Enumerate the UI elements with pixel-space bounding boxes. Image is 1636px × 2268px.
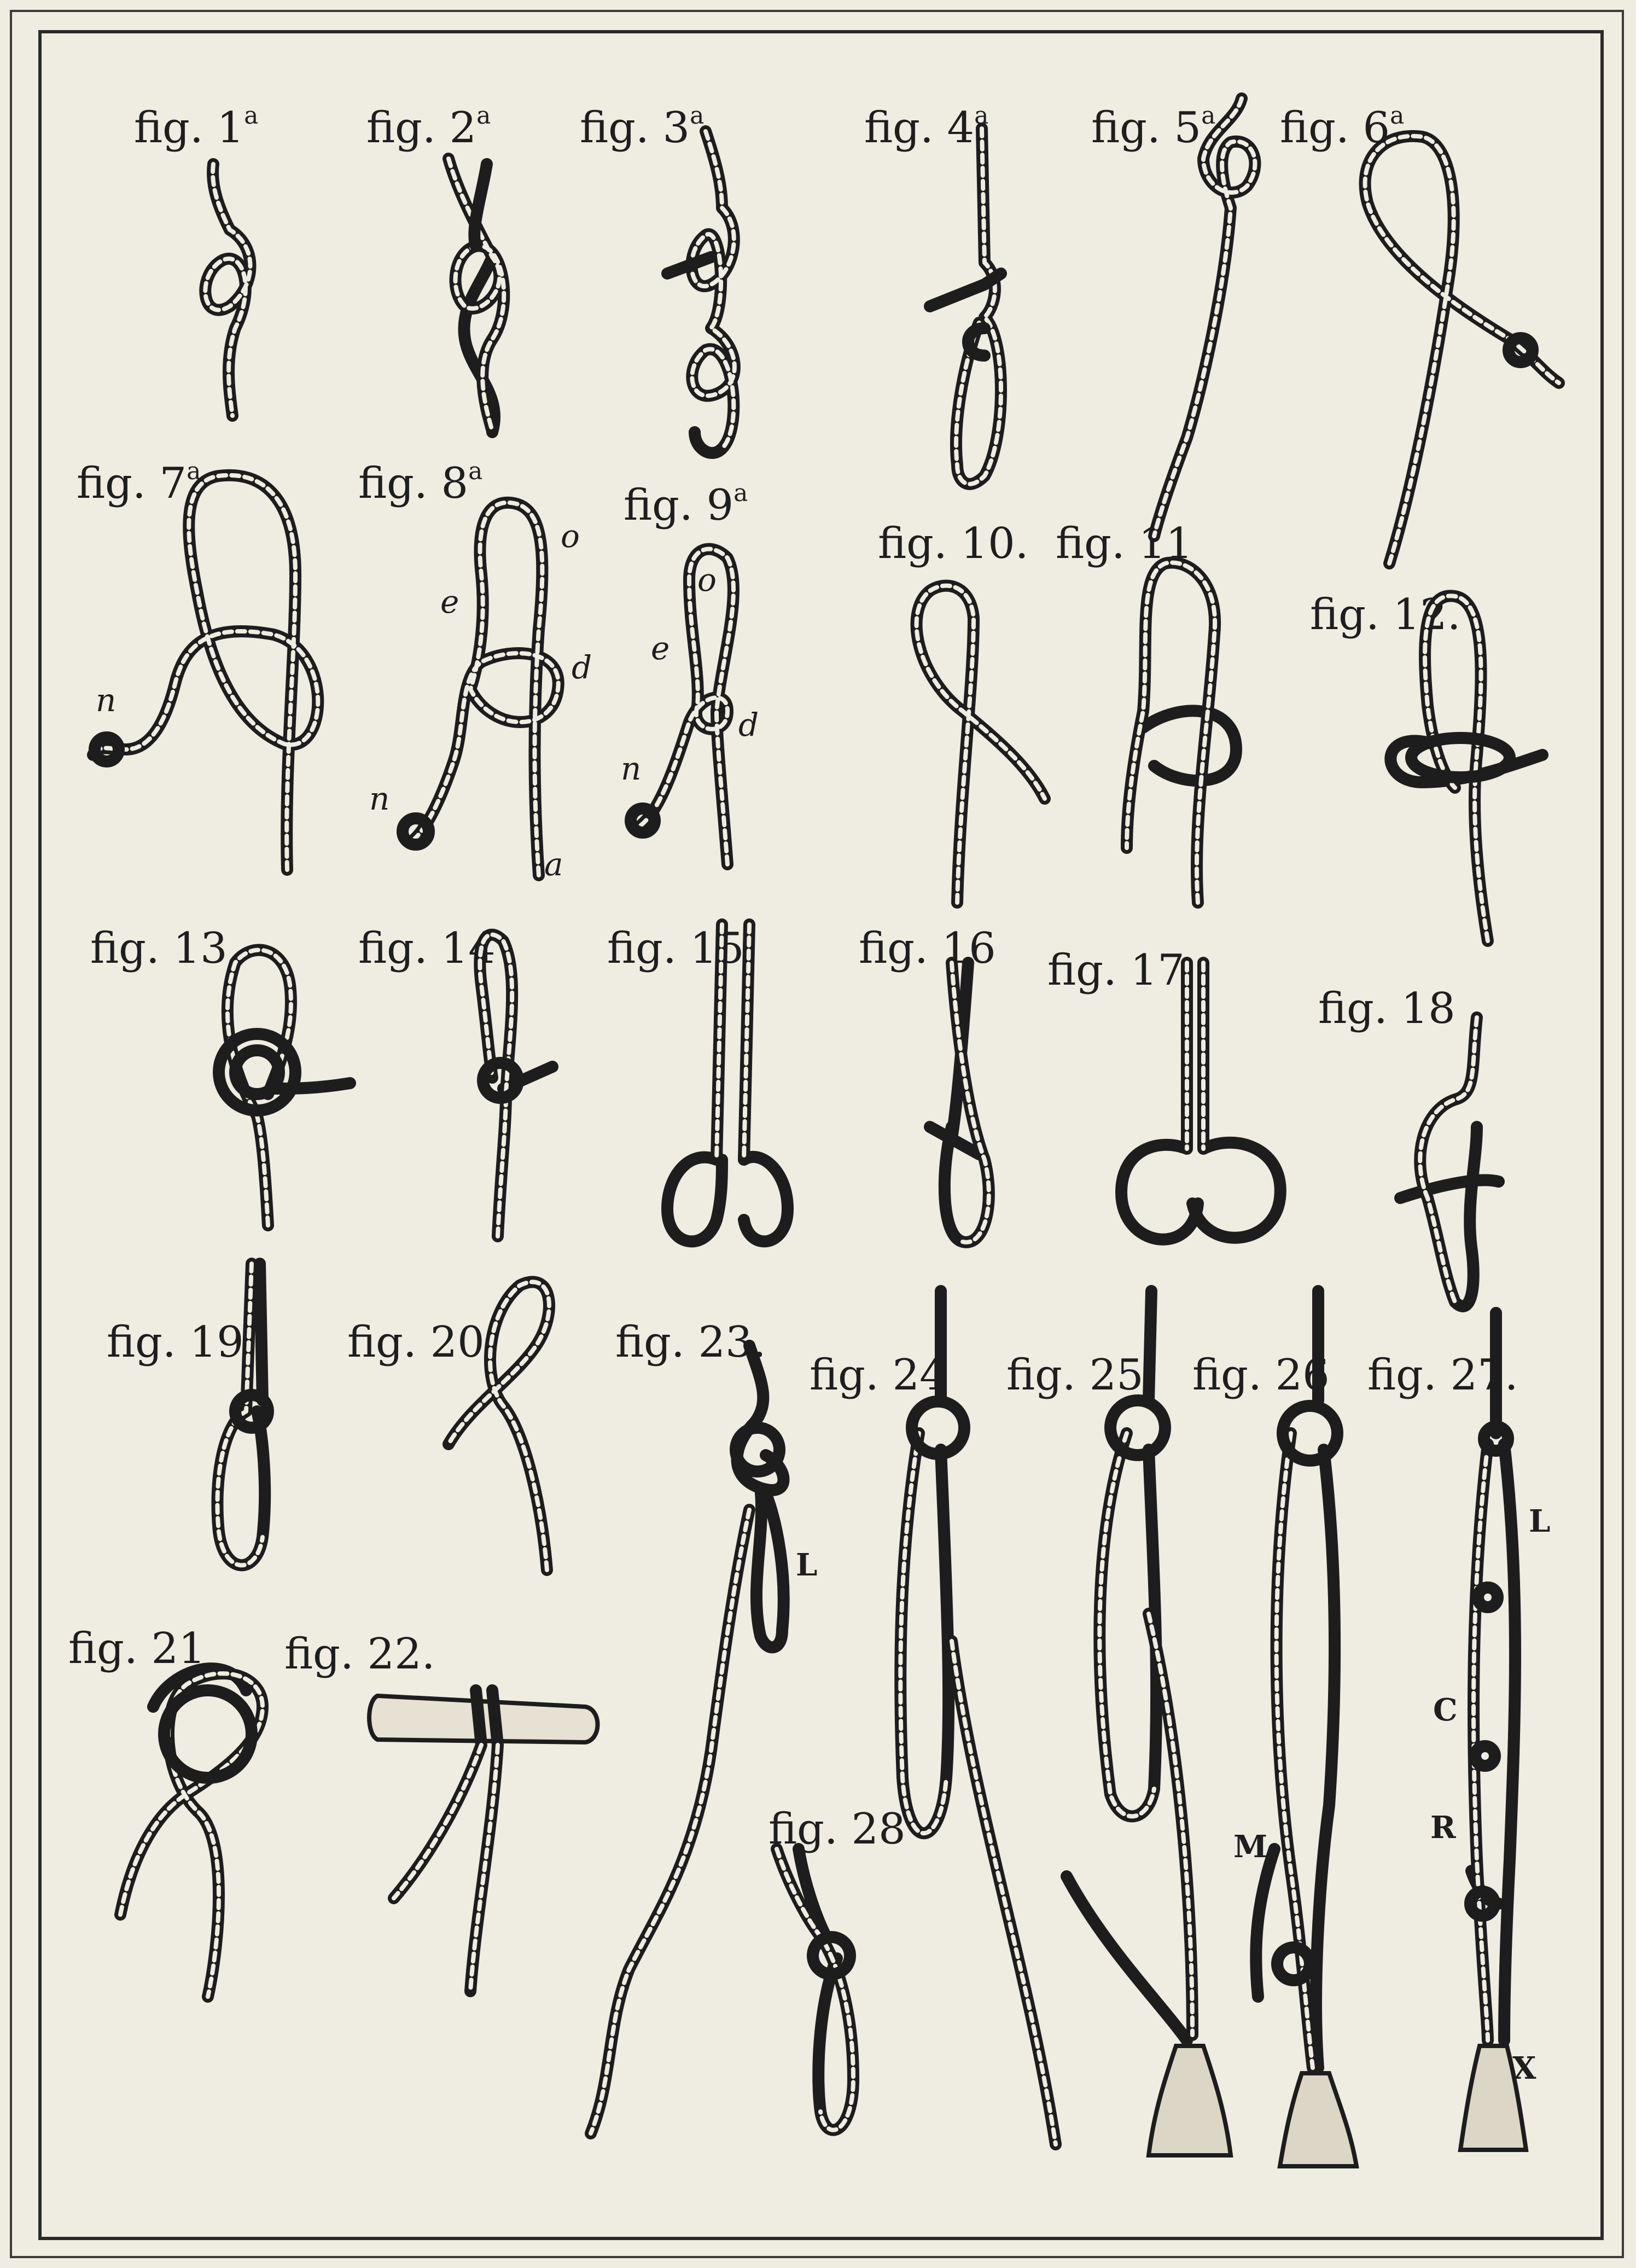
knot-fig-12 <box>1390 596 1542 941</box>
knot-fig-27 <box>1460 1313 1526 2150</box>
letter-n-fig7: n <box>96 682 116 719</box>
letter-d-fig9: d <box>738 706 759 743</box>
knot-fig-28 <box>777 1849 853 2130</box>
knot-fig-23 <box>591 1346 784 2133</box>
fig-5-label: fig. 5a <box>1091 102 1215 153</box>
knot-fig-13 <box>219 950 350 1225</box>
fig-16-label: fig. 16 <box>859 924 996 973</box>
letter-d-fig8: d <box>572 649 592 686</box>
knot-fig-25 <box>1067 1291 1231 2155</box>
knot-fig-26 <box>1256 1291 1356 2166</box>
fig-13-label: fig. 13. <box>90 924 241 973</box>
fig-22-label: fig. 22. <box>284 1630 435 1679</box>
fig-28-label: fig. 28 <box>768 1805 906 1854</box>
knot-fig-7 <box>93 475 318 870</box>
fig-18-label: fig. 18 <box>1318 984 1455 1033</box>
letter-n-fig8: n <box>369 780 389 817</box>
fig-23-label: fig. 23. <box>615 1318 766 1367</box>
fig-7-label: fig. 7a <box>77 457 201 508</box>
letter-C-fig27: C <box>1433 1692 1458 1728</box>
knot-fig-18 <box>1400 1017 1499 1306</box>
knot-fig-6 <box>1365 136 1559 563</box>
knot-fig-21 <box>120 1668 263 1997</box>
knot-fig-19 <box>217 1264 268 1565</box>
knot-fig-1 <box>205 164 250 416</box>
letter-a-fig8: a <box>544 846 563 883</box>
fig-21-label: fig. 21 <box>68 1624 206 1673</box>
fig-2-label: fig. 2a <box>366 102 491 153</box>
knot-fig-11 <box>1127 563 1236 903</box>
knot-fig-24 <box>900 1291 1056 2144</box>
fig-1-label: fig. 1a <box>134 102 258 153</box>
rope-drawings <box>93 98 1559 2166</box>
letter-M-fig26: M <box>1233 1829 1267 1865</box>
knot-fig-2 <box>449 159 504 432</box>
letter-L-fig23: L <box>796 1547 817 1583</box>
fig-3-label: fig. 3a <box>580 102 704 153</box>
letter-o-fig9: o <box>697 561 717 598</box>
knot-fig-4 <box>930 129 1001 484</box>
knot-fig-16 <box>930 963 989 1242</box>
knot-fig-14 <box>480 935 552 1236</box>
letter-L-fig27: L <box>1529 1503 1550 1539</box>
fig-17-label: fig. 17 <box>1047 946 1185 995</box>
fig-20-label: fig. 20. <box>347 1318 498 1367</box>
fig-9-label: fig. 9a <box>624 479 748 530</box>
knot-fig-8 <box>403 503 558 875</box>
letter-R-fig27: R <box>1430 1810 1456 1846</box>
fig-24-label: fig. 24 <box>810 1351 947 1400</box>
letter-o-fig8: o <box>561 517 580 555</box>
letter-n-fig9: n <box>621 750 641 787</box>
knot-fig-9 <box>631 549 733 864</box>
knot-fig-17 <box>1121 963 1280 1240</box>
fig-8-label: fig. 8a <box>358 457 482 508</box>
knot-fig-22 <box>369 1690 598 1991</box>
fig-10-label: fig. 10. <box>878 519 1029 568</box>
knot-fig-3 <box>667 131 735 453</box>
letter-e-fig9: e <box>651 630 669 667</box>
fig-26-label: fig. 26 <box>1192 1351 1330 1400</box>
fig-4-label: fig. 4a <box>864 102 988 153</box>
knot-fig-10 <box>917 586 1045 903</box>
fig-19-label: fig. 19 <box>107 1318 244 1367</box>
fig-25-label: fig. 25. <box>1006 1351 1157 1400</box>
letter-e-fig8: e <box>440 583 459 620</box>
knot-fig-5 <box>1154 98 1255 536</box>
